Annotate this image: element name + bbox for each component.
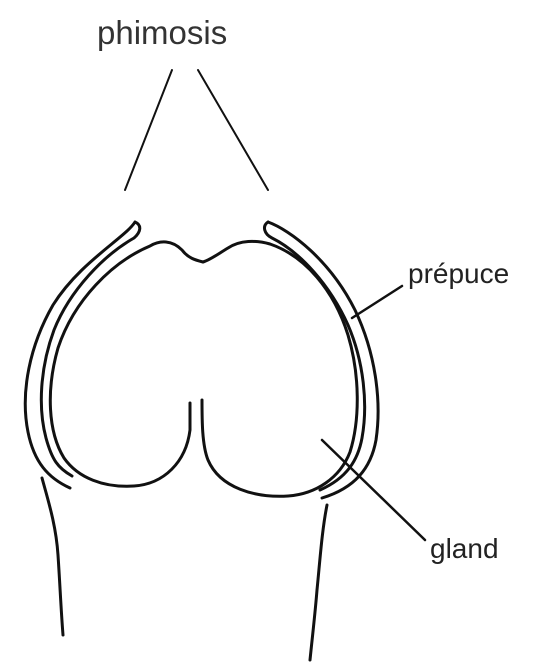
gland-leader-line — [322, 440, 425, 540]
prepuce — [25, 222, 378, 498]
prepuce-right-flap — [265, 222, 379, 498]
prepuce-leader-line — [352, 286, 402, 318]
phimosis-leader-left — [125, 70, 172, 190]
shaft-left-edge — [42, 478, 63, 635]
phimosis-leader-lines — [125, 70, 268, 190]
gland-right-lobe — [202, 241, 357, 496]
shaft-right-edge — [310, 505, 327, 660]
gland-label: gland — [430, 535, 499, 563]
shaft — [42, 478, 327, 660]
gland — [50, 241, 357, 496]
phimosis-label: phimosis — [97, 16, 227, 49]
phimosis-leader-right — [198, 70, 268, 190]
prepuce-label: prépuce — [408, 260, 509, 288]
